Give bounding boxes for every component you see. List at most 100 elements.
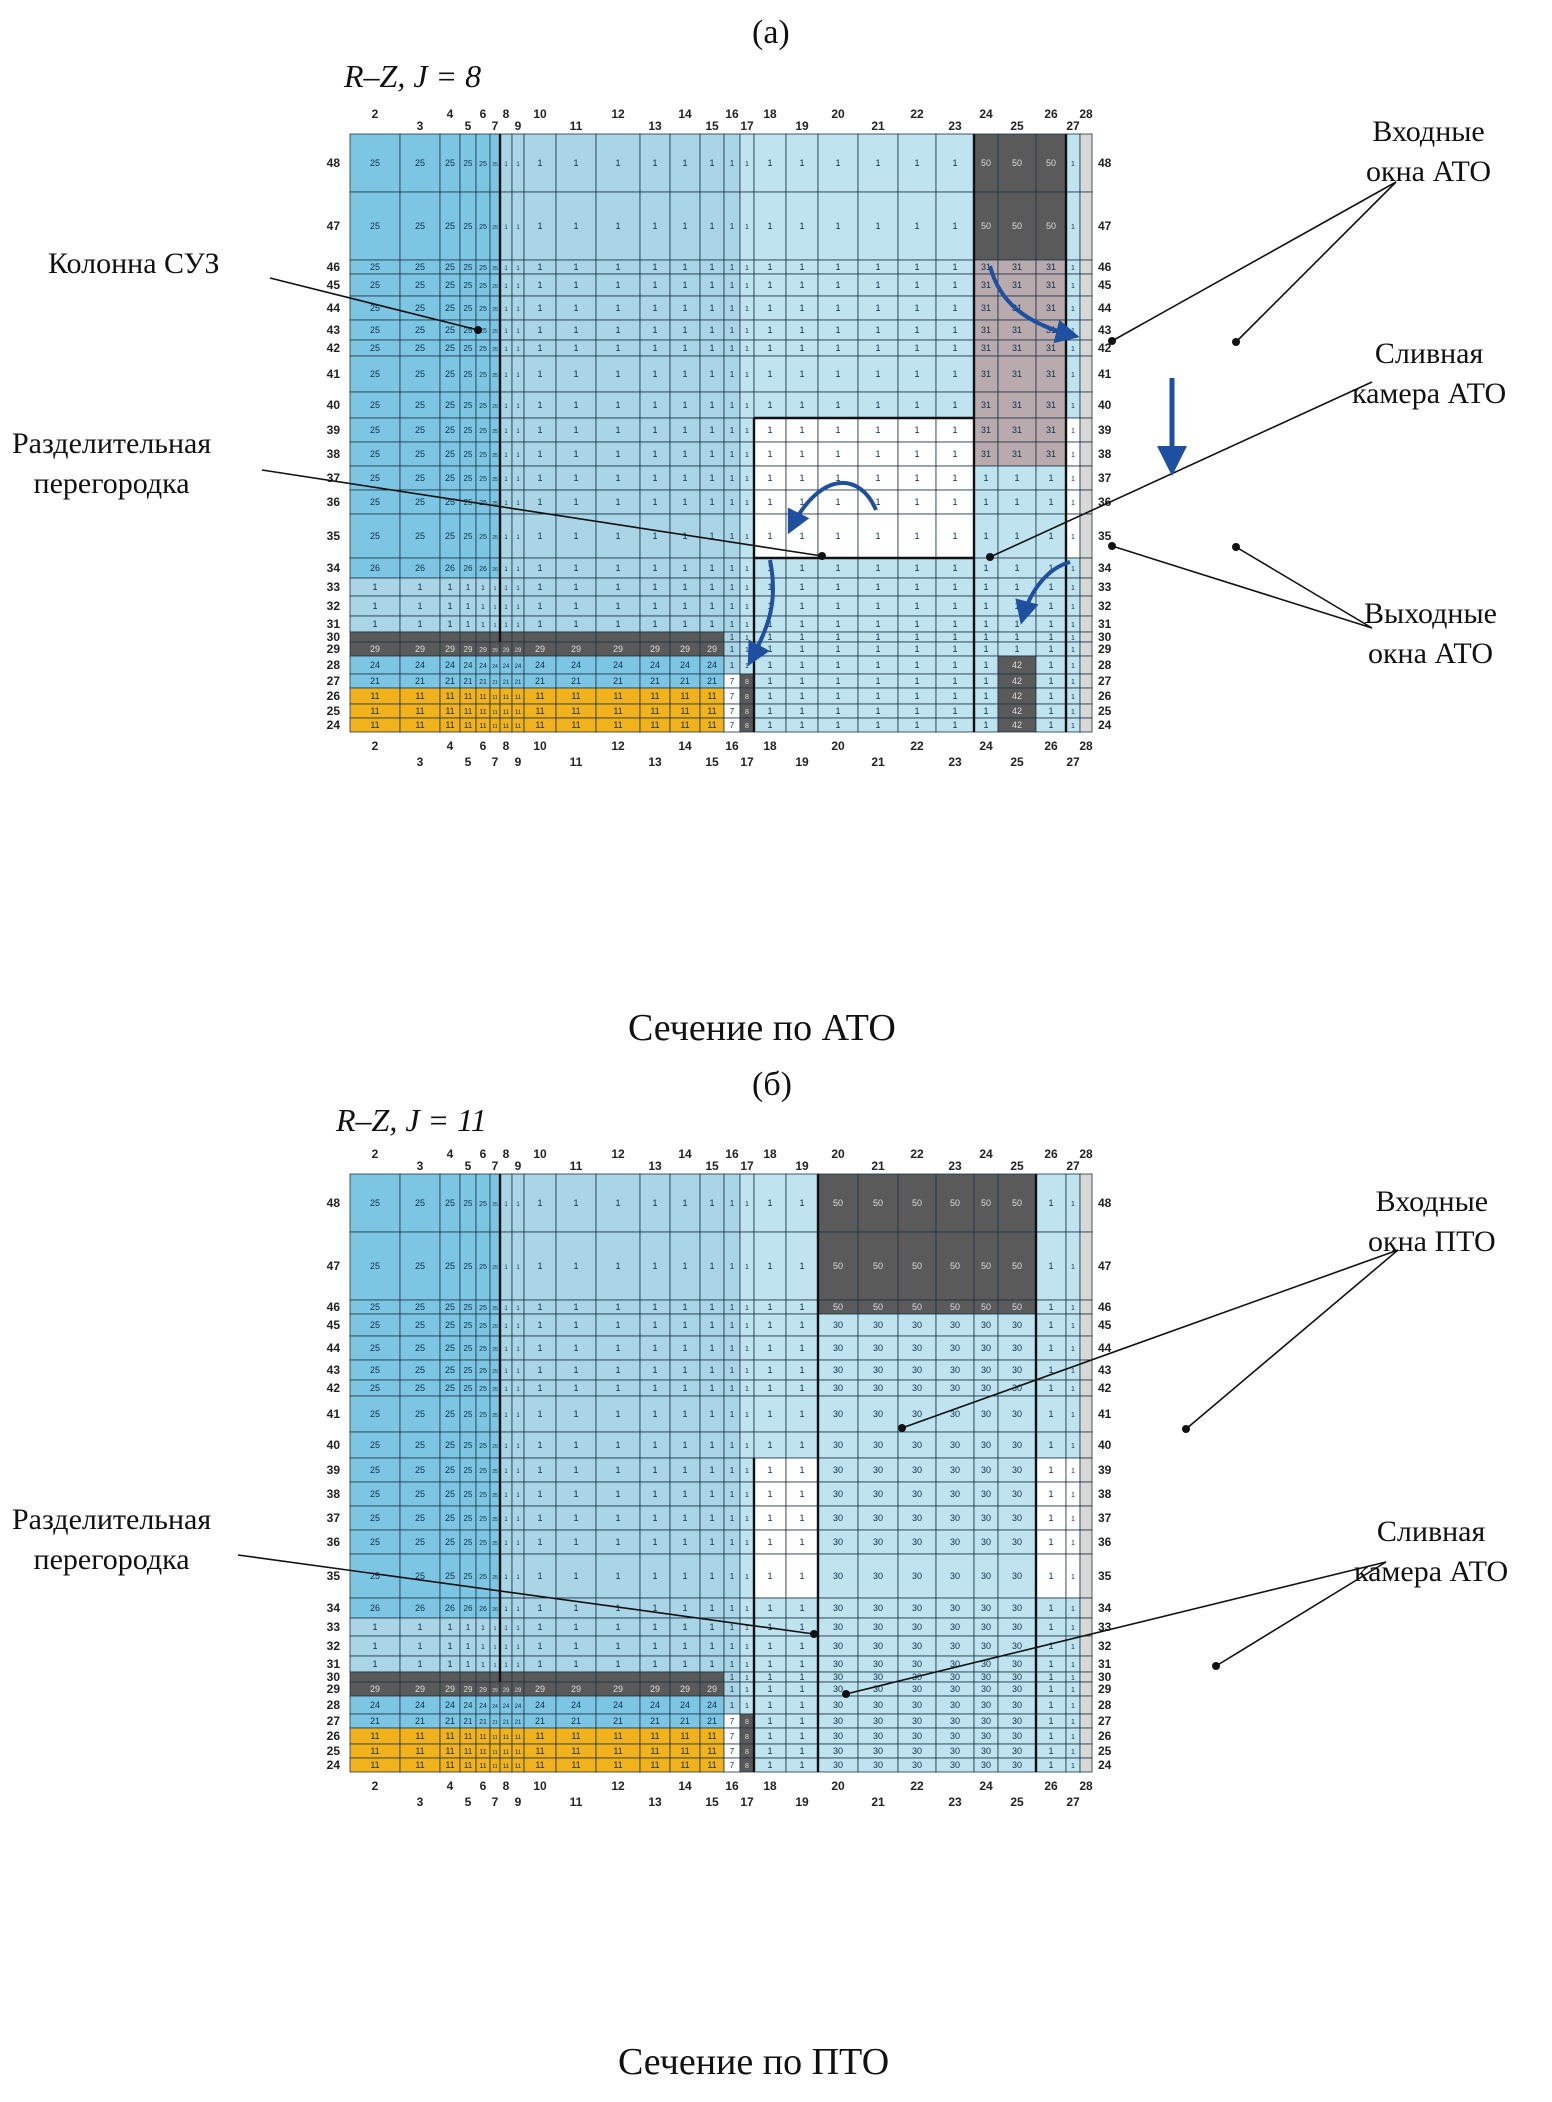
grid-cell [1079, 1671, 1093, 1683]
cell-value: 1 [799, 1320, 804, 1330]
col-label-bottom: 6 [480, 739, 487, 753]
cell-value: 50 [1012, 1302, 1022, 1312]
cell-value: 1 [573, 497, 578, 507]
cell-value: 1 [537, 158, 542, 168]
cell-value: 1 [952, 619, 957, 629]
cell-value: 1 [730, 1685, 735, 1694]
row-label-left: 24 [327, 718, 341, 732]
cell-value: 1 [516, 329, 520, 335]
cell-value: 30 [1012, 1731, 1022, 1741]
cell-value: 1 [1048, 691, 1053, 701]
cell-value: 1 [504, 347, 508, 353]
cell-value: 1 [799, 563, 804, 573]
cell-value: 25 [479, 452, 487, 459]
cell-value: 8 [745, 1763, 749, 1770]
cell-value: 30 [981, 1760, 991, 1770]
grid-cell [785, 191, 819, 261]
grid-cell [639, 133, 671, 193]
cell-value: 1 [745, 1412, 749, 1419]
cell-value: 1 [730, 1490, 735, 1499]
grid-cell [817, 355, 859, 393]
cell-value: 30 [833, 1343, 843, 1353]
cell-value: 1 [799, 1365, 804, 1375]
cell-value: 1 [709, 1365, 714, 1375]
cell-value: 1 [573, 1622, 578, 1632]
cell-value: 25 [464, 1572, 473, 1581]
cell-value: 1 [504, 162, 508, 168]
cell-value: 25 [479, 346, 487, 353]
grid-cell [639, 1231, 671, 1301]
grid-cell [897, 191, 937, 261]
cell-value: 30 [981, 1383, 991, 1393]
cell-value: 1 [745, 283, 749, 290]
cell-value: 11 [492, 1764, 497, 1770]
cell-value: 11 [479, 1734, 486, 1741]
grid-cell [1079, 259, 1093, 275]
cell-value: 30 [912, 1320, 922, 1330]
col-label-bottom: 16 [725, 739, 739, 753]
cell-value: 1 [1071, 1719, 1075, 1726]
grid-cell [997, 1173, 1037, 1233]
cell-value: 25 [445, 262, 455, 272]
cell-value: 1 [615, 1320, 620, 1330]
cell-value: 1 [573, 473, 578, 483]
cell-value: 1 [730, 1604, 735, 1613]
col-label-bottom: 22 [910, 1779, 924, 1793]
grid-cell [1079, 1529, 1093, 1555]
cell-value: 1 [682, 1659, 687, 1669]
cell-value: 1 [615, 343, 620, 353]
cell-value: 25 [464, 532, 473, 541]
col-label-top: 24 [979, 1147, 993, 1161]
cell-value: 1 [1071, 306, 1075, 313]
cell-value: 24 [707, 1700, 717, 1710]
row-label-left: 27 [327, 674, 341, 688]
cell-value: 25 [370, 497, 380, 507]
cell-value: 1 [1071, 647, 1075, 654]
cell-value: 1 [504, 1444, 508, 1450]
cell-value: 1 [914, 369, 919, 379]
col-label-bottom: 27 [1066, 1795, 1080, 1809]
cell-value: 1 [682, 325, 687, 335]
cell-value: 25 [445, 221, 455, 231]
col-label-bottom: 11 [570, 1795, 583, 1809]
cell-value: 1 [952, 158, 957, 168]
grid-cell [1079, 703, 1093, 719]
row-label-left: 42 [327, 1381, 341, 1395]
col-label-bottom: 9 [515, 1795, 522, 1809]
cell-value: 1 [745, 265, 749, 272]
cell-value: 7 [730, 677, 735, 686]
cell-value: 30 [950, 1440, 960, 1450]
cell-value: 1 [573, 531, 578, 541]
row-label-left: 38 [327, 447, 341, 461]
cell-value: 1 [1071, 283, 1075, 290]
cell-value: 30 [1012, 1746, 1022, 1756]
cell-value: 1 [952, 676, 957, 686]
cell-value: 29 [680, 1684, 690, 1694]
cell-value: 25 [370, 1440, 380, 1450]
cell-value: 1 [799, 1672, 804, 1682]
grid-cell [349, 417, 401, 443]
cell-value: 1 [767, 531, 772, 541]
cell-value: 1 [652, 531, 657, 541]
cell-value: 1 [875, 343, 880, 353]
cell-value: 25 [492, 429, 498, 435]
cell-value: 1 [745, 224, 749, 231]
cell-value: 1 [682, 563, 687, 573]
cell-value: 25 [464, 281, 473, 290]
panel-a-rz-label: R–Z, J = 8 [344, 58, 482, 94]
cell-value: 1 [682, 1343, 687, 1353]
cell-value: 25 [370, 473, 380, 483]
cell-value: 1 [709, 343, 714, 353]
grid-cell [1079, 489, 1093, 515]
cell-value: 1 [799, 660, 804, 670]
col-label-top: 11 [570, 1159, 583, 1173]
cell-value: 1 [1048, 1684, 1053, 1694]
cell-value: 11 [650, 1760, 659, 1770]
cell-value: 1 [682, 158, 687, 168]
cell-value: 1 [1014, 619, 1019, 629]
cell-value: 1 [952, 400, 957, 410]
cell-value: 1 [835, 644, 840, 654]
cell-value: 11 [535, 1760, 544, 1770]
row-label-left: 30 [327, 1670, 341, 1684]
cell-value: 21 [479, 679, 487, 686]
